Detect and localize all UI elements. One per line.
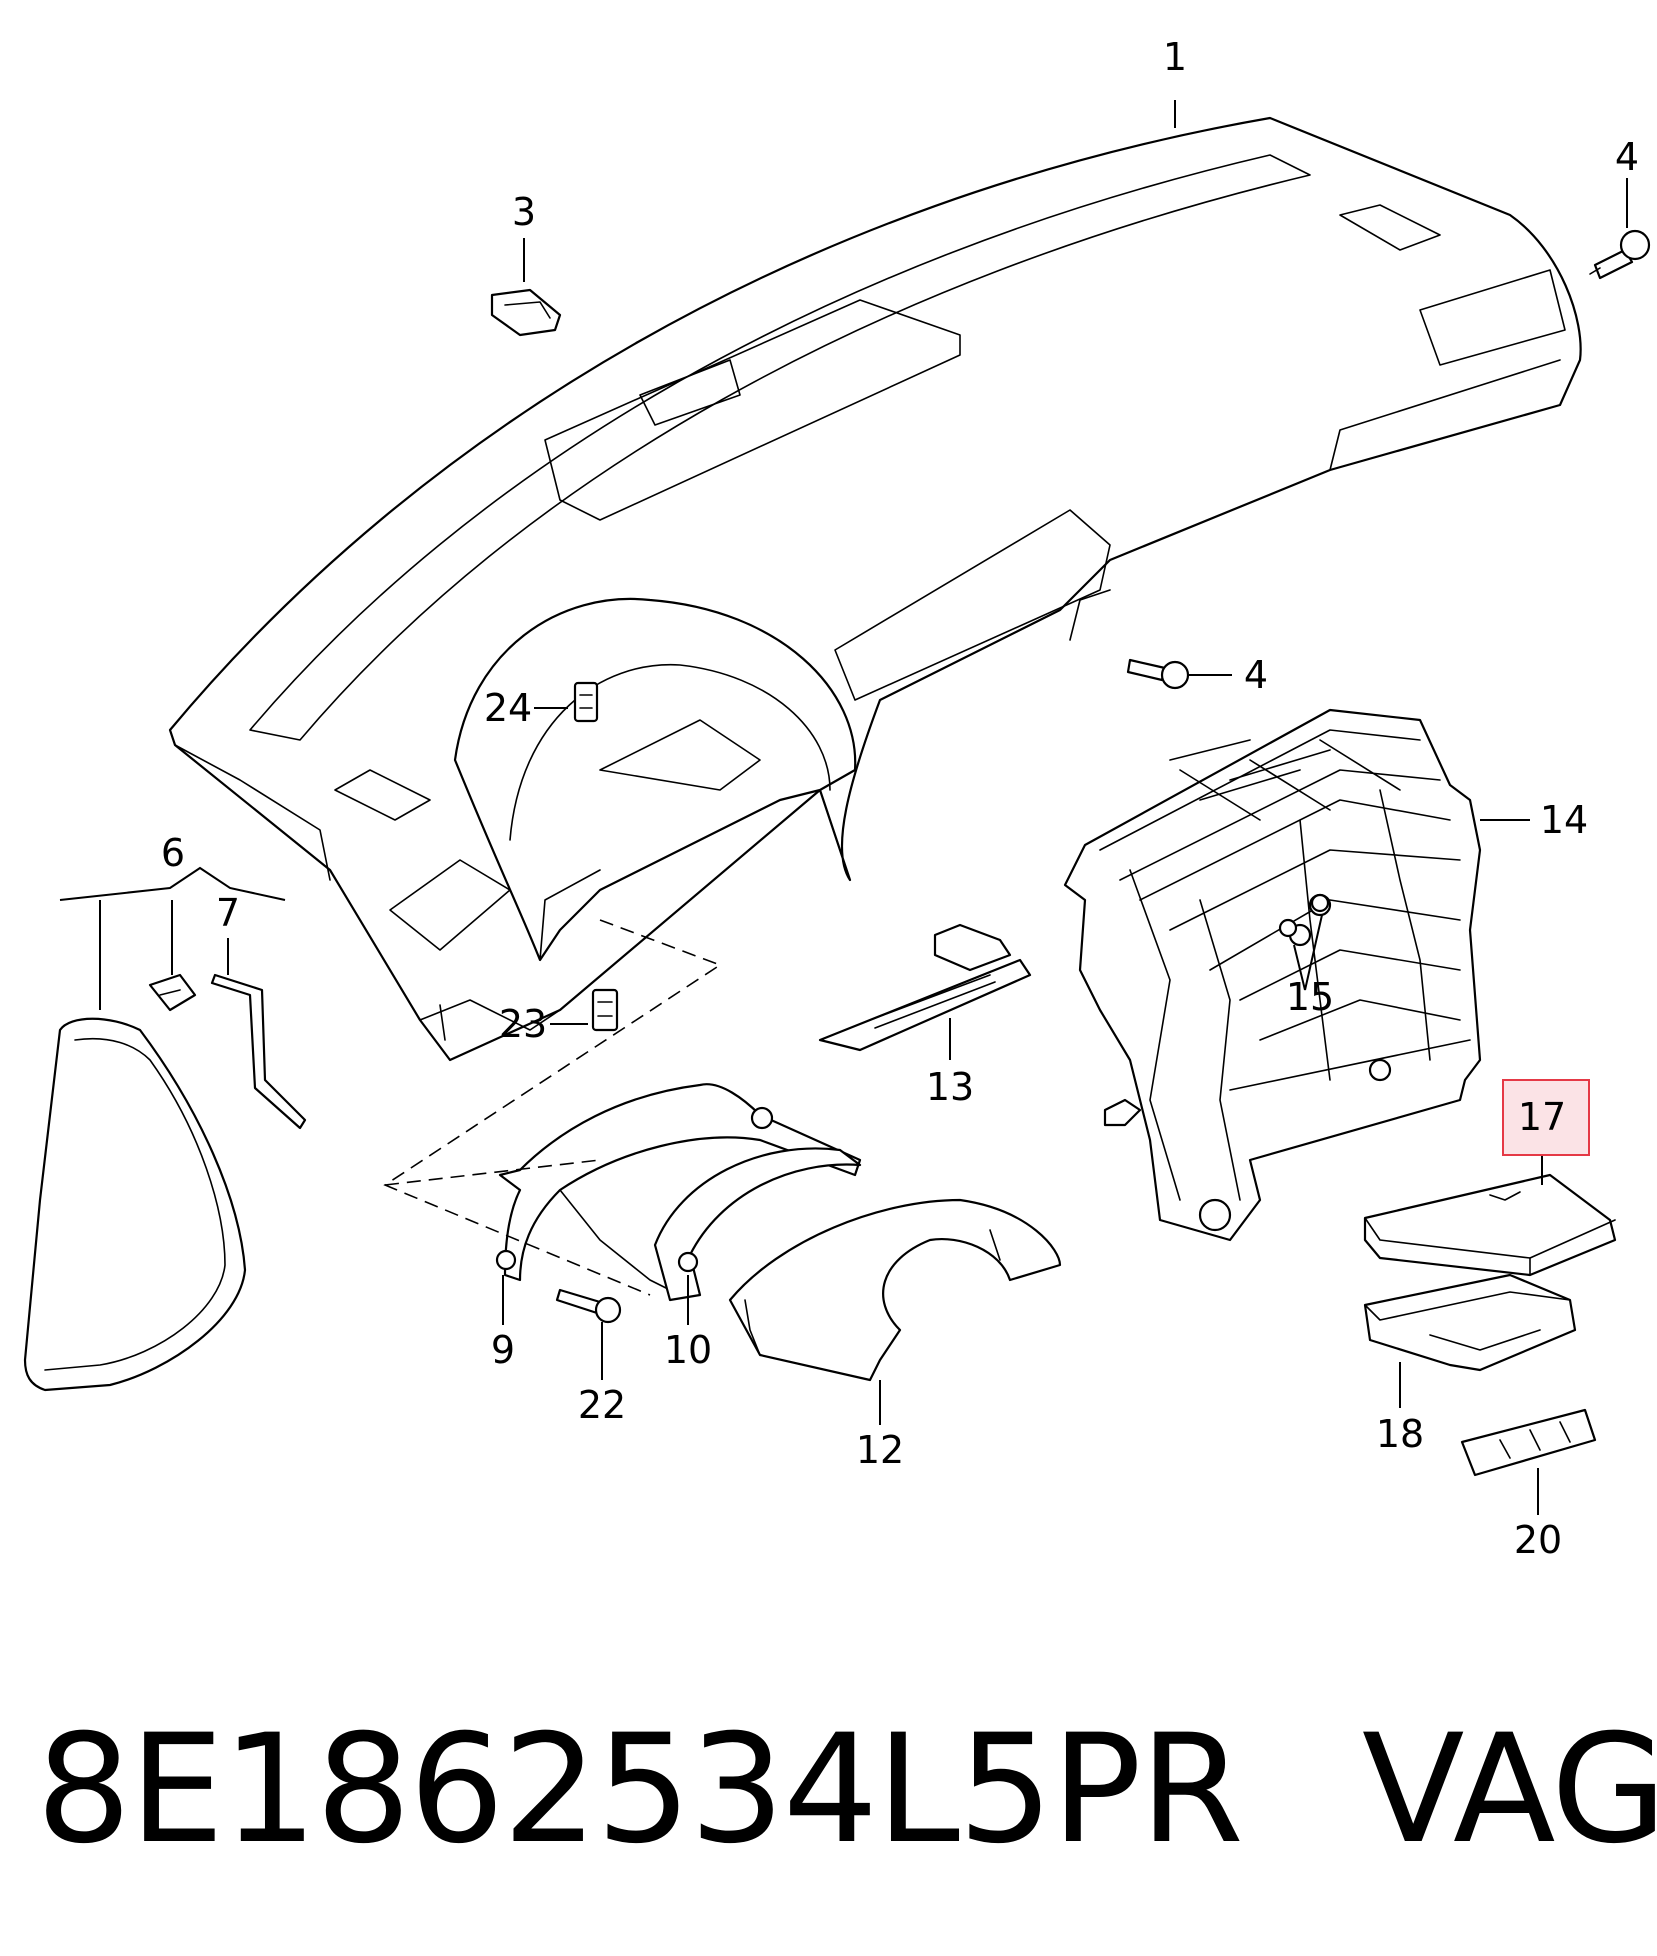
callout-18: 18 <box>1376 1412 1424 1456</box>
callout-7: 7 <box>216 891 240 935</box>
callout-4b: 4 <box>1244 653 1268 697</box>
part-inner-cover-10 <box>653 1147 862 1302</box>
callout-24: 24 <box>484 686 532 730</box>
callout-1: 1 <box>1163 35 1187 79</box>
callout-13: 13 <box>926 1065 974 1109</box>
highlight-box-17 <box>1502 1079 1590 1156</box>
part-clip-24 <box>573 681 599 723</box>
part-module-18 <box>1363 1273 1577 1372</box>
callout-10: 10 <box>664 1328 712 1372</box>
part-rod-7 <box>210 973 307 1130</box>
callout-4a: 4 <box>1615 135 1639 179</box>
callout-6: 6 <box>161 831 185 875</box>
part-clip-23 <box>591 988 619 1032</box>
part-bracket-9 <box>495 1083 862 1291</box>
part-screw-4b <box>1126 658 1190 690</box>
part-number: 8E1862534L5PR <box>36 1703 1244 1877</box>
callout-15: 15 <box>1286 975 1334 1019</box>
callout-17: 17 <box>1518 1095 1566 1139</box>
footer-caption: 8E1862534L5PR VAG <box>36 1700 1657 1880</box>
part-connector-20 <box>1460 1408 1597 1477</box>
leader-lines <box>59 100 1628 1515</box>
part-screw-4a <box>1589 229 1651 280</box>
part-strip-13 <box>818 923 1032 1052</box>
part-shroud-12 <box>728 1198 1062 1382</box>
callout-23: 23 <box>499 1002 547 1046</box>
callout-12: 12 <box>856 1428 904 1472</box>
part-dashboard-panel <box>168 116 1582 1062</box>
dashed-outlines <box>383 919 722 1296</box>
part-support-frame-14 <box>1063 708 1482 1242</box>
callout-22: 22 <box>578 1383 626 1427</box>
callout-14: 14 <box>1540 798 1588 842</box>
part-clip-3 <box>490 288 562 337</box>
part-bolts-15 <box>1278 893 1330 938</box>
brand-name: VAG <box>1361 1703 1657 1877</box>
part-side-trim-6 <box>23 973 247 1392</box>
part-control-module-17 <box>1363 1173 1617 1277</box>
callout-9: 9 <box>491 1328 515 1372</box>
part-screw-22 <box>555 1288 622 1324</box>
callout-3: 3 <box>512 190 536 234</box>
callout-20: 20 <box>1514 1518 1562 1562</box>
